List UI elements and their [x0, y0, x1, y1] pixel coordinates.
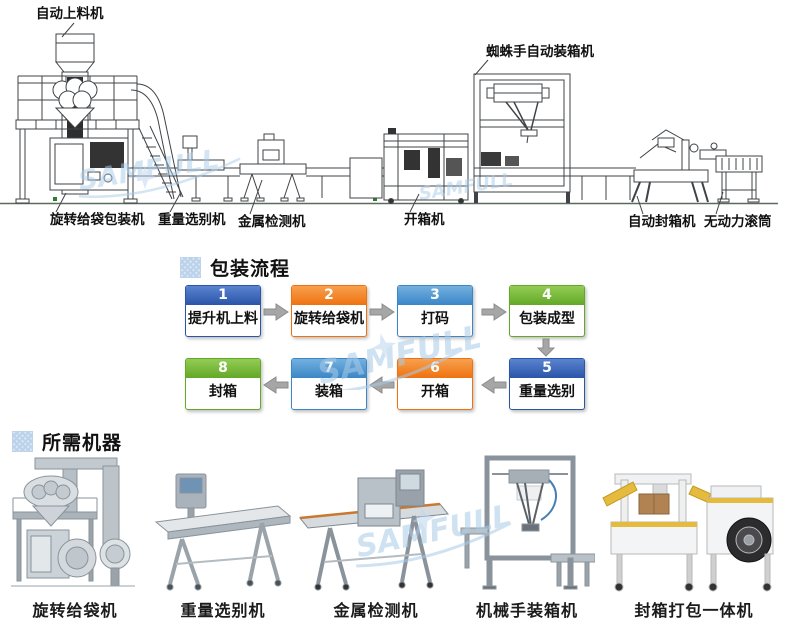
label-carton-sealer: 自动封箱机	[628, 213, 696, 230]
machines-title: 所需机器	[42, 432, 123, 454]
diagram-leaders	[55, 22, 724, 215]
flow-step-2: 2 旋转给袋机	[291, 285, 367, 337]
step-number: 3	[398, 286, 472, 305]
machine-photo	[296, 452, 456, 592]
outfeed-conveyor-drawing	[570, 167, 636, 200]
machine-caption: 重量选别机	[180, 601, 266, 620]
step-number: 8	[186, 359, 260, 378]
carton-sealer-drawing	[631, 129, 727, 203]
step-number: 4	[510, 286, 584, 305]
arrow-left-icon	[481, 375, 507, 395]
flow-step-3: 3 打码	[397, 285, 473, 337]
machine-caption: 封箱打包一体机	[634, 601, 754, 620]
label-weight-sorter: 重量选别机	[158, 211, 226, 228]
flow-step-7: 7 装箱	[291, 358, 367, 410]
label-rotary-bag-packer: 旋转给袋包装机	[49, 211, 145, 228]
machine-photo	[5, 452, 145, 592]
flow-title: 包装流程	[210, 258, 291, 280]
arrow-down-icon	[536, 338, 556, 357]
step-number: 2	[292, 286, 366, 305]
flow-step-8: 8 封箱	[185, 358, 261, 410]
flow-step-5: 5 重量选别	[509, 358, 585, 410]
arrow-right-icon	[481, 302, 507, 322]
machine-caption: 金属检测机	[333, 601, 419, 620]
metal-detector-drawing	[239, 133, 307, 202]
arrow-left-icon	[263, 375, 289, 395]
step-number: 6	[398, 359, 472, 378]
rotary-bag-packer-drawing	[15, 33, 140, 204]
machine-robot-case-packer: 机械手装箱机	[458, 452, 596, 621]
step-label: 旋转给袋机	[292, 305, 366, 334]
label-carton-opener: 开箱机	[404, 211, 445, 228]
step-label: 重量选别	[510, 378, 584, 407]
label-metal-detector: 金属检测机	[237, 213, 306, 230]
machine-caption: 机械手装箱机	[475, 601, 578, 620]
flow-step-1: 1 提升机上料	[185, 285, 261, 337]
step-label: 封箱	[186, 378, 260, 407]
step-number: 5	[510, 359, 584, 378]
flow-step-4: 4 包装成型	[509, 285, 585, 337]
machine-photo	[459, 452, 595, 592]
step-number: 7	[292, 359, 366, 378]
step-label: 包装成型	[510, 305, 584, 334]
machine-photo	[599, 452, 789, 592]
machines-section-title: 所需机器	[12, 428, 122, 455]
step-label: 提升机上料	[186, 305, 260, 334]
label-spider-case-packer: 蜘蛛手自动装箱机	[486, 43, 594, 60]
hatched-square-icon	[180, 257, 201, 278]
arrow-right-icon	[263, 302, 289, 322]
machine-metal-detector: 金属检测机	[296, 452, 456, 621]
step-label: 装箱	[292, 378, 366, 407]
machine-sealer-strapper: 封箱打包一体机	[598, 452, 790, 621]
line-diagram: SAMFULL SAMFULL 自动上料机 旋转给袋包装机 重量选别机 金属检测…	[0, 5, 778, 230]
step-number: 1	[186, 286, 260, 305]
label-auto-feeder: 自动上料机	[36, 5, 104, 22]
machine-rotary-bag-feeder: 旋转给袋机	[4, 452, 146, 621]
machine-caption: 旋转给袋机	[32, 601, 118, 620]
spider-case-packer-drawing	[473, 73, 571, 203]
label-gravity-roller: 无动力滚筒	[703, 213, 772, 230]
machine-checkweigher: 重量选别机	[150, 452, 296, 621]
hatched-square-icon	[12, 431, 33, 452]
step-label: 打码	[398, 305, 472, 334]
flow-section-title: 包装流程	[180, 254, 290, 281]
gravity-roller-drawing	[715, 155, 763, 203]
carton-opener-drawing	[349, 128, 469, 204]
machine-photo	[150, 452, 296, 592]
flow-step-6: 6 开箱	[397, 358, 473, 410]
step-label: 开箱	[398, 378, 472, 407]
arrow-right-icon	[369, 302, 395, 322]
arrow-left-icon	[369, 375, 395, 395]
